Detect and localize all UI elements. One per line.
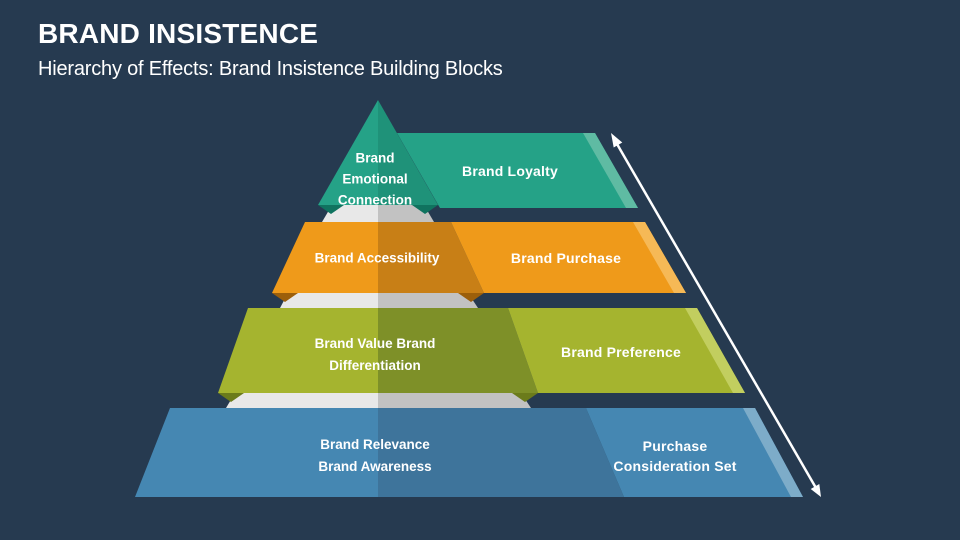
slide-subtitle: Hierarchy of Effects: Brand Insistence B… <box>38 58 503 80</box>
level3-pyramid-left-face <box>218 308 378 393</box>
level4-ribbon-label: Purchase Consideration Set <box>613 438 737 474</box>
level2-ribbon-edge-highlight <box>633 222 686 293</box>
level1-pyramid-right-face <box>378 100 438 205</box>
level1-fold-right <box>412 205 438 214</box>
level2-ribbon <box>451 222 686 293</box>
level2-fold-right <box>458 293 484 302</box>
level3-fold-left <box>218 393 244 402</box>
level4-ribbon-overlap <box>378 408 624 497</box>
level4-pyramid-label: Brand Relevance Brand Awareness <box>318 437 432 474</box>
level3-pyramid-label: Brand Value Brand Differentiation <box>314 336 436 373</box>
level3-fold-right <box>512 393 538 402</box>
level2-pyramid-label: Brand Accessibility <box>314 250 440 266</box>
slide-title: BRAND INSISTENCE <box>38 18 319 49</box>
level1-pyramid-label: Brand Emotional Connection <box>337 150 413 208</box>
level3-ribbon-edge-highlight <box>685 308 745 393</box>
level3-ribbon <box>508 308 745 393</box>
level1-ribbon-label: Brand Loyalty <box>462 163 558 179</box>
level3-core-left <box>226 393 378 408</box>
arrowhead-top <box>611 133 623 148</box>
level3-core-right <box>378 393 531 408</box>
arrowhead-bottom <box>810 484 821 497</box>
ascending-arrow-icon <box>611 133 821 497</box>
level2-pyramid-left-face <box>272 222 378 293</box>
level1-pyramid-left-face <box>318 100 378 205</box>
level3-ribbon-label: Brand Preference <box>561 344 681 360</box>
level1-fold-left <box>318 205 344 214</box>
level4-pyramid-left-face <box>135 408 378 497</box>
level4-ribbon <box>586 408 803 497</box>
level2-ribbon-overlap <box>378 222 484 293</box>
level1-ribbon-edge-highlight <box>583 133 638 208</box>
level2-ribbon-label: Brand Purchase <box>510 250 622 266</box>
level3-ribbon-overlap <box>378 308 538 393</box>
level1-ribbon <box>397 133 638 208</box>
level2-fold-left <box>272 293 298 302</box>
level2-core-left <box>280 293 378 308</box>
level4-ribbon-edge-highlight <box>743 408 803 497</box>
level2-core-right <box>378 293 478 308</box>
